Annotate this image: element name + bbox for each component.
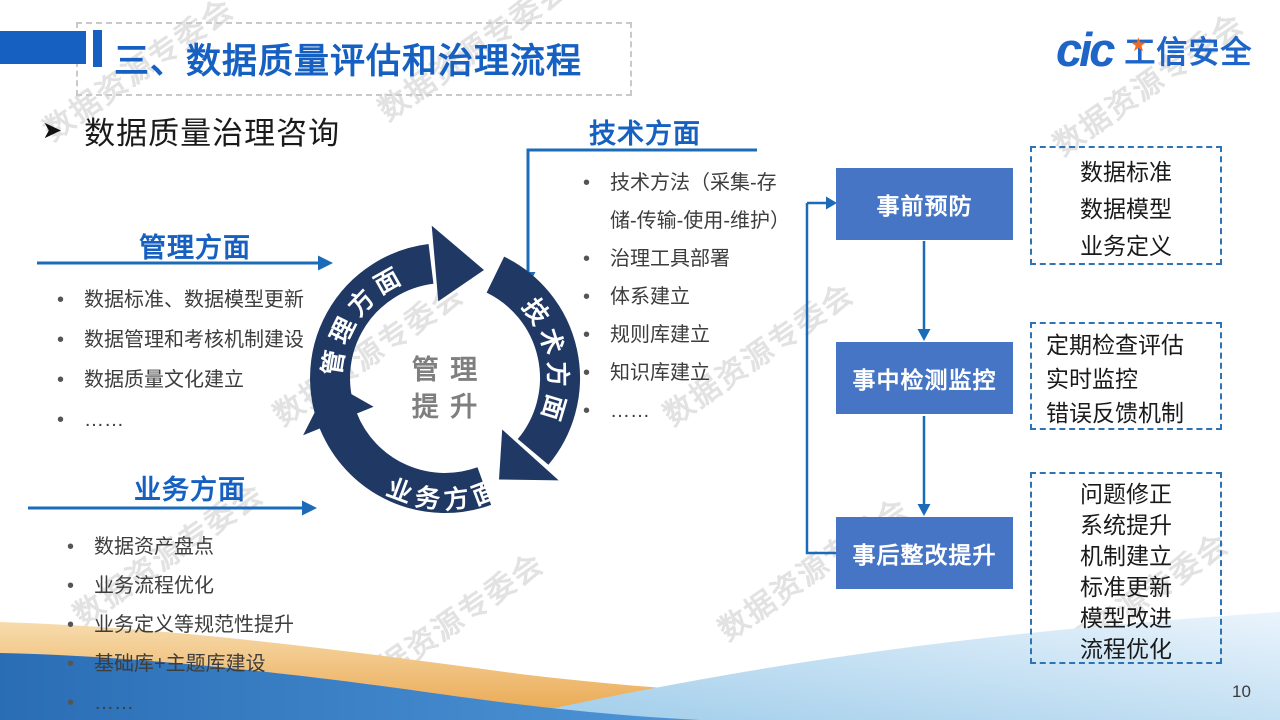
- cycle-center-line2: 提 升: [411, 392, 480, 422]
- management-list: 数据标准、数据模型更新 数据管理和考核机制建设 数据质量文化建立 ……: [50, 280, 304, 440]
- list-item: 数据资产盘点: [60, 528, 294, 567]
- step-box-prevention: 事前预防: [836, 168, 1013, 240]
- section-title-business: 业务方面: [134, 475, 246, 505]
- list-item: 数据标准、数据模型更新: [50, 280, 304, 320]
- arrow-step1-to-step2: [917, 329, 931, 341]
- list-item: 业务定义等规范性提升: [60, 606, 294, 645]
- list-item: 技术方法（采集-存: [576, 164, 790, 202]
- slide-subtitle: ➤ 数据质量治理咨询: [42, 108, 340, 153]
- logo-cn-text: 工信安全: [1124, 35, 1253, 70]
- business-list: 数据资产盘点 业务流程优化 业务定义等规范性提升 基础库+主题库建设 ……: [60, 528, 294, 720]
- step-box-improvement: 事后整改提升: [836, 517, 1013, 589]
- list-item: 治理工具部署: [576, 240, 790, 278]
- note-box-monitoring: 定期检查评估 实时监控 错误反馈机制: [1030, 322, 1222, 430]
- business-arrow-line: [28, 500, 317, 516]
- section-title-management: 管理方面: [139, 233, 251, 263]
- step-box-monitoring: 事中检测监控: [836, 342, 1013, 414]
- subtitle-arrow-icon: ➤: [42, 117, 63, 144]
- list-item-continuation: 储-传输-使用-维护）: [610, 210, 790, 232]
- note-line: 数据标准: [1080, 159, 1172, 185]
- note-line: 机制建立: [1080, 543, 1172, 569]
- arrow-into-step1: [826, 196, 837, 210]
- logo-cic-text: cic: [1056, 23, 1115, 76]
- list-item: 体系建立: [576, 278, 790, 316]
- list-item: 业务流程优化: [60, 567, 294, 606]
- arrow-step2-to-step3: [917, 504, 931, 516]
- list-item: ……: [50, 400, 304, 440]
- list-item: 数据管理和考核机制建设: [50, 320, 304, 360]
- cycle-center-line1: 管 理: [411, 355, 480, 385]
- cycle-center-label: 管 理 提 升: [388, 352, 503, 426]
- cycle-arrowhead-right: [499, 429, 559, 481]
- note-line: 错误反馈机制: [1046, 400, 1184, 426]
- logo-star-icon: ★: [1130, 35, 1148, 56]
- technology-list: 技术方法（采集-存 储-传输-使用-维护） 治理工具部署 体系建立 规则库建立 …: [576, 164, 790, 430]
- title-accent-tick: [93, 30, 102, 67]
- note-line: 标准更新: [1080, 574, 1172, 600]
- note-box-prevention: 数据标准 数据模型 业务定义: [1030, 146, 1222, 265]
- list-item: ……: [576, 392, 790, 430]
- note-line: 数据模型: [1080, 196, 1172, 222]
- note-line: 实时监控: [1046, 366, 1138, 392]
- note-box-improvement: 问题修正 系统提升 机制建立 标准更新 模型改进 流程优化: [1030, 472, 1222, 664]
- note-line: 模型改进: [1080, 605, 1172, 631]
- note-line: 系统提升: [1080, 512, 1172, 538]
- cycle-arc-technology: [486, 256, 580, 465]
- list-item: 基础库+主题库建设: [60, 645, 294, 684]
- list-item: 数据质量文化建立: [50, 360, 304, 400]
- page-number: 10: [1232, 682, 1251, 701]
- subtitle-text: 数据质量治理咨询: [84, 116, 341, 151]
- note-line: 问题修正: [1080, 481, 1172, 507]
- note-line: 流程优化: [1080, 636, 1172, 662]
- page-title: 三、数据质量评估和治理流程: [114, 42, 583, 81]
- note-line: 定期检查评估: [1046, 332, 1184, 358]
- title-accent-bar: [0, 31, 86, 64]
- list-item: 知识库建立: [576, 354, 790, 392]
- wave-light-blue: [500, 612, 1280, 720]
- cycle-arrowhead-top: [431, 225, 484, 302]
- list-item: ……: [60, 684, 294, 720]
- section-title-technology: 技术方面: [589, 119, 701, 149]
- process-connectors: [805, 196, 931, 555]
- list-item: 规则库建立: [576, 316, 790, 354]
- cycle-arrowhead-left: [303, 382, 374, 436]
- management-arrow-line: [37, 255, 333, 271]
- note-line: 业务定义: [1080, 233, 1172, 259]
- company-logo: cic ★ 工信安全: [1056, 26, 1252, 73]
- cycle-arc-business: [319, 413, 492, 513]
